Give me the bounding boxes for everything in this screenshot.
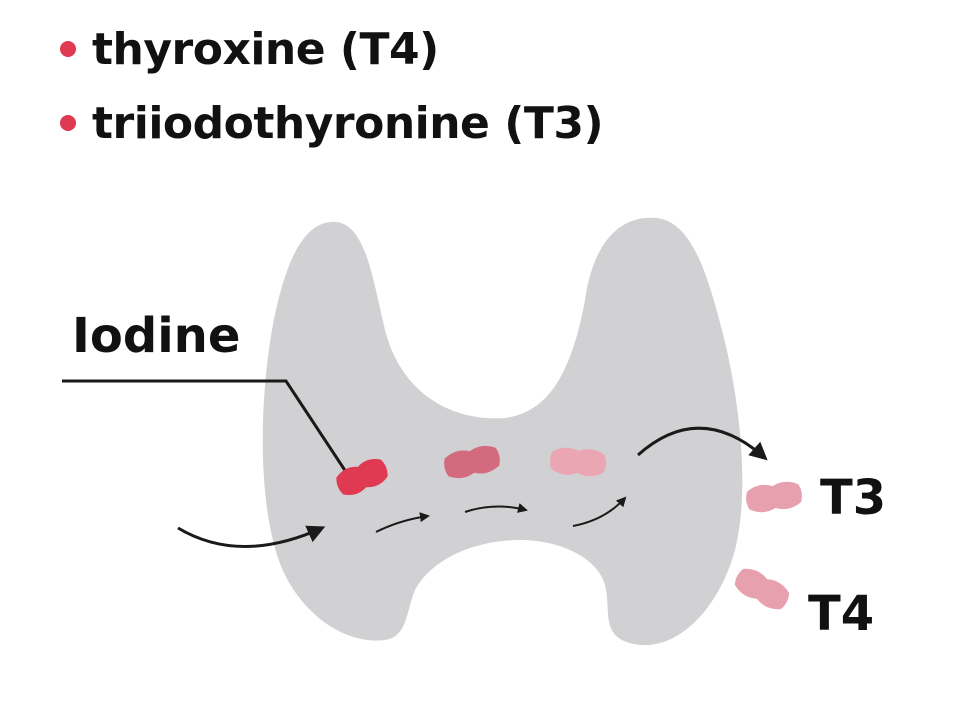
iodine-label: Iodine: [72, 308, 240, 364]
t3-molecule: [746, 481, 802, 513]
legend-label-thyroxine: thyroxine (T4): [92, 23, 439, 75]
legend: thyroxine (T4) triiodothyronine (T3): [60, 12, 604, 160]
intermediate-molecule-1: [444, 445, 500, 479]
legend-bullet-icon: [60, 41, 76, 57]
iodine-pointer-line: [62, 379, 352, 479]
t4-molecule: [734, 568, 790, 610]
t3-label: T3: [820, 470, 886, 526]
flow-arrow-1: [375, 512, 430, 533]
flow-arrow-3: [572, 496, 627, 527]
intermediate-molecule-2: [550, 447, 606, 477]
legend-item-thyroxine: thyroxine (T4): [60, 12, 603, 86]
entry-arrow: [177, 525, 326, 548]
legend-bullet-icon: [60, 115, 76, 131]
legend-item-triiodothyronine: triiodothyronine (T3): [60, 86, 604, 160]
t4-label: T4: [808, 586, 874, 642]
thyroid-gland-shape: [262, 217, 743, 646]
iodine-molecule: [336, 459, 388, 495]
flow-arrow-2: [464, 503, 528, 513]
exit-arrow: [637, 426, 768, 461]
legend-label-triiodothyronine: triiodothyronine (T3): [92, 97, 604, 149]
